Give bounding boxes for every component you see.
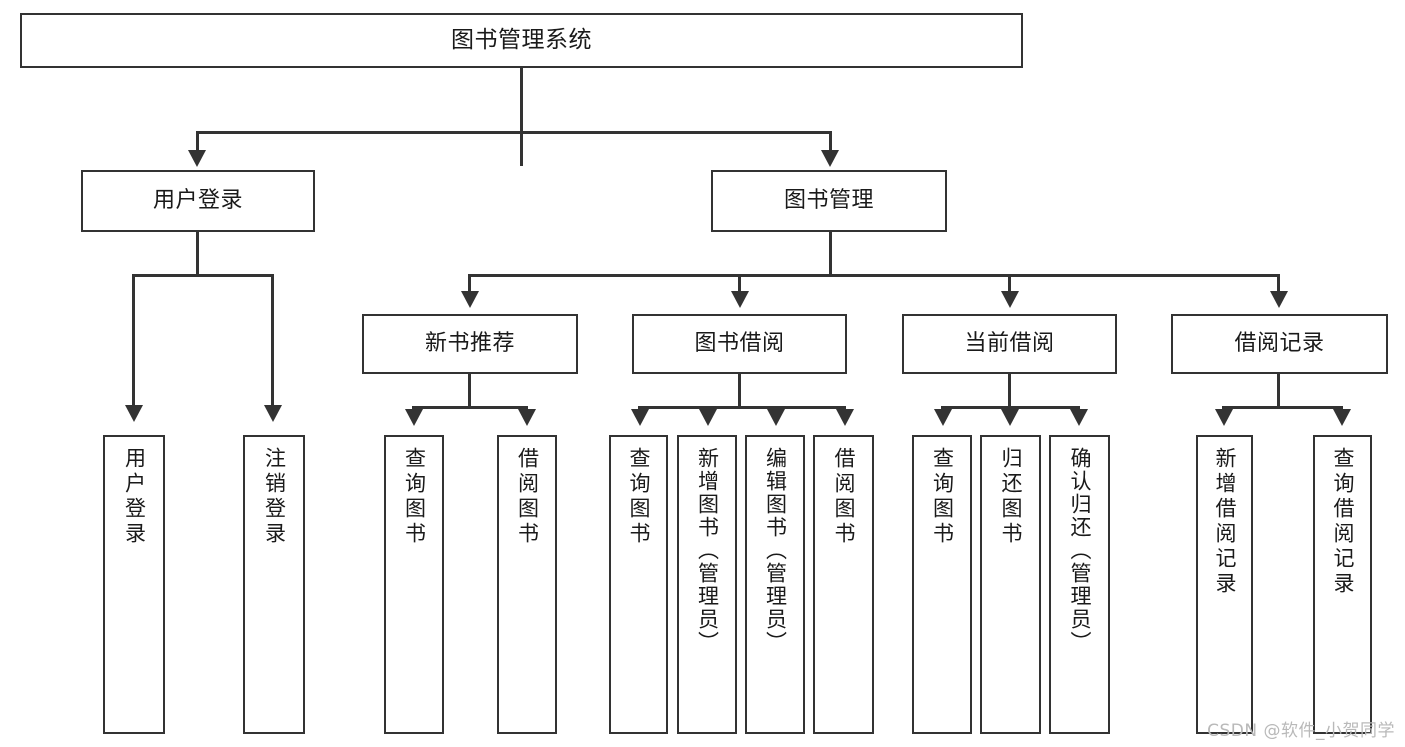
arrowhead-leaf-edit-book [767,409,785,426]
node-label: 查询图书 [930,447,955,547]
leaf-add-borrow-record[interactable]: 新增借阅记录 [1196,435,1253,734]
node-root-system[interactable]: 图书管理系统 [20,13,1023,68]
arrowhead-current-borrow [1001,291,1019,308]
leaf-return-book[interactable]: 归还图书 [980,435,1041,734]
arrowhead-leaf-query-book-1 [405,409,423,426]
arrowhead-book-borrow [731,291,749,308]
leaf-confirm-return-admin[interactable]: 确认归还（管理员） [1049,435,1110,734]
node-book-borrow[interactable]: 图书借阅 [632,314,847,374]
connector-user-login-right [271,274,274,408]
leaf-borrow-book-new-rec[interactable]: 借阅图书 [497,435,557,734]
arrowhead-leaf-borrow-book-2 [836,409,854,426]
node-label: 借阅图书 [515,447,540,547]
connector-new-book-rec-stem [468,374,471,409]
arrowhead-leaf-add-record [1215,409,1233,426]
arrowhead-borrow-record [1270,291,1288,308]
leaf-query-book-new-rec[interactable]: 查询图书 [384,435,444,734]
node-current-borrow[interactable]: 当前借阅 [902,314,1117,374]
connector-root-to-book-manage [829,131,832,153]
connector-to-book-borrow [738,274,741,294]
node-label: 借阅记录 [1234,331,1325,357]
node-label: 新书推荐 [424,331,515,357]
connector-to-new-book-rec [468,274,471,294]
connector-borrow-record-bus [1222,406,1340,409]
node-label: 当前借阅 [964,331,1055,357]
leaf-borrow-book[interactable]: 借阅图书 [813,435,874,734]
arrowhead-leaf-return-book [1001,409,1019,426]
connector-book-borrow-stem [738,374,741,409]
connector-to-current-borrow [1008,274,1011,294]
arrowhead-leaf-borrow-book-1 [518,409,536,426]
leaf-edit-book-admin[interactable]: 编辑图书（管理员） [745,435,805,734]
node-borrow-record[interactable]: 借阅记录 [1171,314,1388,374]
connector-new-book-rec-bus [412,406,528,409]
arrowhead-leaf-logout [264,405,282,422]
arrowhead-leaf-query-record [1333,409,1351,426]
arrowhead-leaf-user-login [125,405,143,422]
arrowhead-leaf-query-book-2 [631,409,649,426]
connector-user-login-bus [132,274,274,277]
node-label: 图书借阅 [694,331,785,357]
connector-user-login-stem [196,232,199,277]
arrowhead-user-login [188,150,206,167]
connector-root-bus [196,131,832,134]
connector-borrow-record-stem [1277,374,1280,409]
arrowhead-leaf-confirm-return [1070,409,1088,426]
node-book-manage[interactable]: 图书管理 [711,170,947,232]
watermark: CSDN @软件_小贺同学 [1207,721,1395,741]
node-user-login[interactable]: 用户登录 [81,170,315,232]
node-label: 查询图书 [402,447,427,547]
node-label: 图书管理 [783,188,874,214]
arrowhead-leaf-add-book [699,409,717,426]
connector-book-manage-bus [468,274,1280,277]
arrowhead-new-book-rec [461,291,479,308]
connector-book-borrow-bus [638,406,846,409]
node-label: 新增图书（管理员） [695,447,720,654]
node-label: 图书管理系统 [451,26,592,53]
node-label: 查询借阅记录 [1331,447,1355,597]
leaf-add-book-admin[interactable]: 新增图书（管理员） [677,435,737,734]
connector-to-borrow-record [1277,274,1280,294]
connector-root-stem [520,68,523,166]
arrowhead-leaf-query-book-3 [934,409,952,426]
node-new-book-recommend[interactable]: 新书推荐 [362,314,578,374]
connector-user-login-left [132,274,135,408]
node-label: 归还图书 [999,447,1023,547]
arrowhead-book-manage [821,150,839,167]
node-label: 注销登录 [262,447,287,547]
node-label: 新增借阅记录 [1213,447,1237,597]
connector-current-borrow-stem [1008,374,1011,409]
node-label: 查询图书 [627,447,651,547]
leaf-query-book-current[interactable]: 查询图书 [912,435,972,734]
leaf-logout[interactable]: 注销登录 [243,435,305,734]
node-label: 借阅图书 [832,447,856,547]
node-label: 确认归还（管理员） [1068,447,1092,654]
node-label: 用户登录 [122,447,147,547]
connector-root-to-user-login [196,131,199,153]
leaf-query-borrow-record[interactable]: 查询借阅记录 [1313,435,1372,734]
node-label: 编辑图书（管理员） [763,447,788,654]
leaf-query-book-borrow[interactable]: 查询图书 [609,435,668,734]
connector-book-manage-stem [829,232,832,277]
node-label: 用户登录 [152,188,243,214]
leaf-user-login[interactable]: 用户登录 [103,435,165,734]
